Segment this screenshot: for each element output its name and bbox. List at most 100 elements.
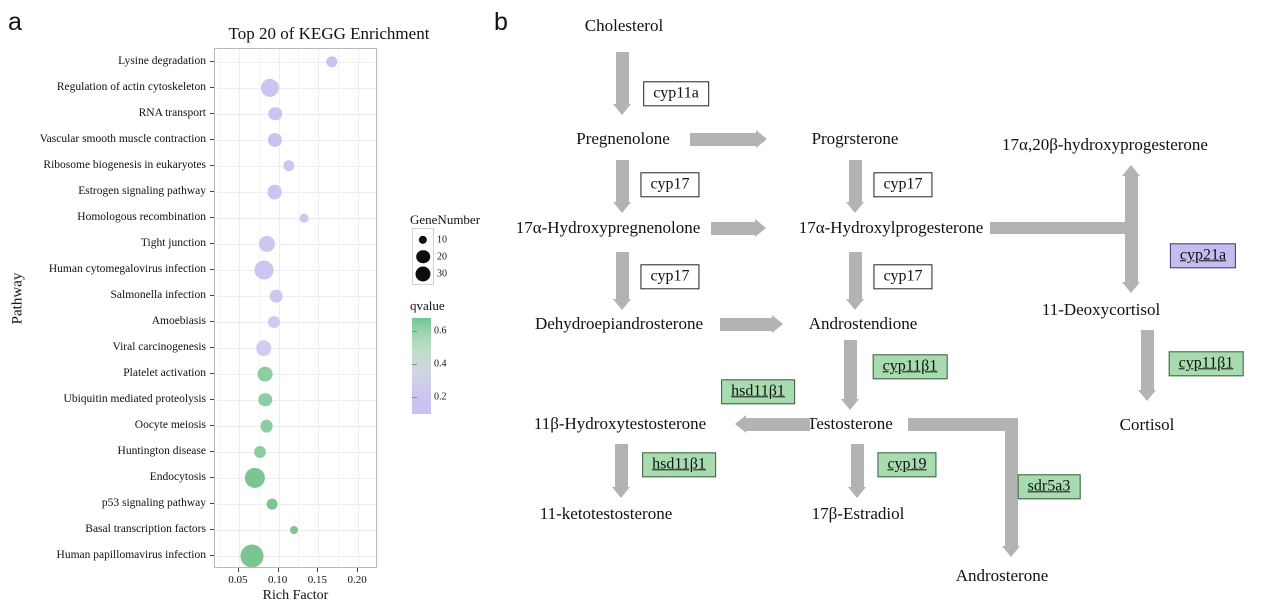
- x-axis-tick: [237, 568, 239, 572]
- enzyme-box-cyp19[interactable]: cyp19: [877, 452, 937, 478]
- enzyme-box-cyp17-b[interactable]: cyp17: [873, 172, 933, 198]
- arrow-hydroxytestosterone-ketotestosterone-head: [612, 487, 630, 498]
- enzyme-box-cyp17-d[interactable]: cyp17: [873, 264, 933, 290]
- scatter-point: [267, 132, 282, 148]
- chart-title: Top 20 of KEGG Enrichment: [228, 24, 430, 43]
- grid-line-vertical-minor: [218, 49, 220, 567]
- enzyme-box-sdr5a3[interactable]: sdr5a3: [1017, 474, 1081, 500]
- node-11b-hydroxytestosterone: 11β-Hydroxytestosterone: [533, 414, 707, 433]
- grid-line-vertical: [238, 49, 240, 567]
- grid-line-horizontal: [215, 452, 376, 453]
- y-axis-tick: [210, 61, 214, 62]
- arrow-androstendione-testosterone-head: [841, 399, 859, 410]
- arrow-pregnenolone-progesterone-shaft: [690, 133, 756, 146]
- grid-line-vertical: [318, 49, 320, 567]
- y-axis-tick-label: Homologous recombination: [77, 211, 206, 223]
- arrow-dhea-androstendione-head: [772, 315, 783, 333]
- y-axis-tick-label: Salmonella infection: [110, 289, 207, 301]
- qvalue-legend-title: qvalue: [410, 298, 445, 313]
- gene-number-legend-label: 20: [437, 251, 447, 262]
- panel-a-letter: a: [8, 8, 22, 36]
- x-axis-tick-label: 0.10: [267, 574, 288, 586]
- gene-number-legend-label: 30: [437, 268, 447, 279]
- y-axis-tick-label: Vascular smooth muscle contraction: [39, 133, 206, 145]
- gene-number-legend-row: 10: [413, 231, 447, 248]
- enzyme-box-cyp21a[interactable]: cyp21a: [1169, 243, 1237, 269]
- node-17a-hydroxyprogesterone: 17α-Hydroxylprogesterone: [798, 218, 984, 237]
- y-axis-tick: [210, 243, 214, 244]
- scatter-point: [260, 78, 279, 98]
- node-cortisol: Cortisol: [1119, 415, 1175, 434]
- qvalue-legend-label: 0.6: [434, 325, 447, 337]
- y-axis-tick-label: Estrogen signaling pathway: [78, 185, 206, 197]
- arrow-hydroxyprogesterone-androstendione-head: [846, 299, 864, 310]
- grid-line-horizontal: [215, 140, 376, 141]
- gene-number-legend-label: 10: [437, 234, 447, 245]
- qvalue-legend-tick: [412, 397, 417, 399]
- enzyme-box-cyp17-a[interactable]: cyp17: [640, 172, 700, 198]
- y-axis-tick-label: p53 signaling pathway: [101, 497, 206, 509]
- y-axis-tick-label: Ribosome biogenesis in eukaryotes: [43, 159, 206, 171]
- y-axis-tick: [210, 503, 214, 504]
- y-axis-tick: [210, 295, 214, 296]
- arrow-hydroxyprogesterone-junction: [990, 222, 1130, 234]
- scatter-point: [267, 315, 280, 329]
- scatter-point: [254, 260, 274, 280]
- arrow-hydroxypregnenolone-dhea-head: [613, 299, 631, 310]
- grid-line-horizontal: [215, 244, 376, 245]
- y-axis-tick-label: Human cytomegalovirus infection: [48, 263, 206, 275]
- grid-line-horizontal: [215, 374, 376, 375]
- gene-number-legend-dot: [416, 249, 430, 264]
- grid-line-horizontal: [215, 192, 376, 193]
- y-axis-tick: [210, 269, 214, 270]
- grid-line-horizontal: [215, 400, 376, 401]
- y-axis-tick-label: Platelet activation: [123, 367, 206, 379]
- node-androstendione: Androstendione: [808, 314, 918, 333]
- y-axis-tick-label: Basal transcription factors: [85, 523, 206, 535]
- enzyme-box-cyp11b1-mid[interactable]: cyp11β1: [872, 354, 948, 380]
- scatter-point: [258, 235, 275, 253]
- y-axis-tick-label: Ubiquitin mediated proteolysis: [63, 393, 206, 405]
- x-axis-tick: [277, 568, 279, 572]
- node-androsterone: Androsterone: [955, 566, 1049, 585]
- scatter-point: [289, 526, 298, 534]
- arrow-testosterone-estradiol-head: [848, 487, 866, 498]
- enzyme-box-hsd11b1-top[interactable]: hsd11β1: [721, 379, 795, 405]
- grid-line-horizontal: [215, 88, 376, 89]
- gene-number-legend: 10 20 30: [412, 228, 447, 285]
- node-progesterone: Progrsterone: [811, 129, 899, 148]
- node-17a20b-hydroxyprogesterone: 17α,20β-hydroxyprogesterone: [1002, 135, 1208, 154]
- arrow-deoxycortisol-cortisol-head: [1138, 390, 1156, 401]
- arrow-hydroxypregnenolone-hydroxyprogesterone-shaft: [711, 222, 755, 235]
- enzyme-box-hsd11b1-bottom[interactable]: hsd11β1: [642, 452, 716, 478]
- node-17b-estradiol: 17β-Estradiol: [811, 504, 905, 523]
- arrow-deoxycortisol-cortisol-shaft: [1141, 330, 1154, 390]
- y-axis-tick: [210, 217, 214, 218]
- grid-line-horizontal: [215, 166, 376, 167]
- grid-line-horizontal: [215, 296, 376, 297]
- grid-line-vertical-minor: [298, 49, 300, 567]
- grid-line-horizontal: [215, 270, 376, 271]
- node-pregnenolone: Pregnenolone: [576, 129, 670, 148]
- arrow-junction-deoxycortisol-head: [1122, 282, 1140, 293]
- x-axis-tick: [317, 568, 319, 572]
- arrow-testosterone-hydroxytestosterone-head: [735, 415, 746, 433]
- scatter-point: [258, 393, 272, 407]
- panel-a-kegg-dotplot: a Top 20 of KEGG Enrichment Rich Factor …: [0, 0, 480, 612]
- grid-line-vertical-minor: [258, 49, 260, 567]
- y-axis-tick: [210, 425, 214, 426]
- y-axis-tick-label: Viral carcinogenesis: [112, 341, 206, 353]
- enzyme-box-cyp11a[interactable]: cyp11a: [643, 81, 709, 107]
- arrow-dhea-androstendione-shaft: [720, 318, 772, 331]
- qvalue-legend-label: 0.2: [434, 391, 447, 403]
- scatter-point: [268, 107, 283, 121]
- enzyme-box-cyp11b1-right[interactable]: cyp11β1: [1168, 351, 1244, 377]
- gene-number-legend-dot: [418, 235, 428, 244]
- y-axis-tick-label: Regulation of actin cytoskeleton: [56, 81, 206, 93]
- gene-number-legend-title: GeneNumber: [410, 212, 481, 227]
- y-axis-tick-label: Oocyte meiosis: [134, 419, 206, 431]
- enzyme-box-cyp17-c[interactable]: cyp17: [640, 264, 700, 290]
- arrow-testosterone-androsterone-head: [1002, 546, 1020, 557]
- grid-line-horizontal: [215, 322, 376, 323]
- y-axis-tick: [210, 87, 214, 88]
